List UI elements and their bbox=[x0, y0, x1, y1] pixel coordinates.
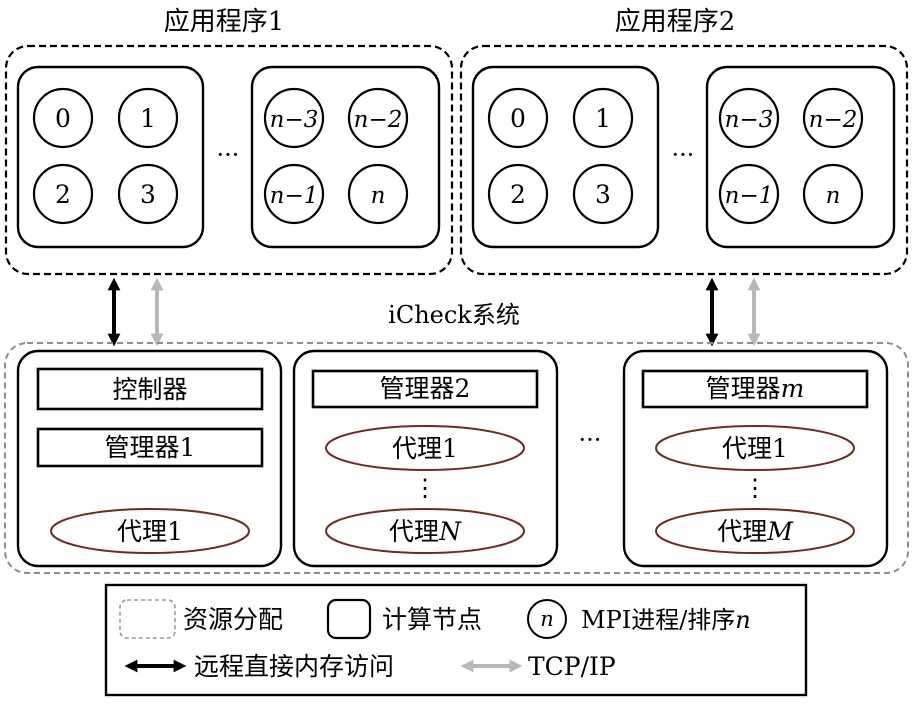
rank-label: 1 bbox=[595, 104, 611, 133]
agent-ellipse bbox=[325, 508, 525, 554]
connection-arrows bbox=[107, 277, 761, 347]
app1-resource-allocation bbox=[4, 44, 454, 276]
manager-box bbox=[311, 369, 539, 409]
legend: 资源分配 计算节点 n MPI进程/排序n 远程直接内存访问 TCP/IP bbox=[104, 583, 808, 697]
app1-ellipsis: ··· bbox=[217, 141, 240, 169]
rank-label: n bbox=[371, 183, 386, 209]
rank-label: 2 bbox=[55, 180, 71, 209]
mpi-process-circle: 0 bbox=[487, 87, 549, 149]
rank-label: n−1 bbox=[270, 183, 319, 209]
application-2: 应用程序2 0 1 2 3 ··· n−3 n−2 n−1 n bbox=[459, 7, 909, 276]
app2-title: 应用程序2 bbox=[615, 7, 736, 37]
legend-compute-node-label: 计算节点 bbox=[382, 605, 482, 634]
legend-mpi-label: MPI进程/排序n bbox=[581, 606, 751, 634]
mpi-process-circle: 3 bbox=[572, 163, 634, 225]
icheck-compute-node-1 bbox=[16, 349, 283, 568]
legend-mpi-circle bbox=[527, 599, 567, 639]
mpi-process-circle: n bbox=[802, 163, 864, 225]
app1-compute-node-b bbox=[250, 65, 441, 249]
legend-box bbox=[104, 583, 808, 697]
vertical-ellipsis: ⋮ bbox=[743, 474, 767, 502]
legend-tcpip-label: TCP/IP bbox=[528, 652, 616, 681]
rank-label: n−2 bbox=[809, 107, 858, 133]
legend-resource-allocation-label: 资源分配 bbox=[183, 605, 283, 634]
rank-label: n−1 bbox=[725, 183, 774, 209]
manager-label: 管理器m bbox=[706, 374, 805, 403]
agent-ellipse bbox=[655, 425, 855, 471]
vertical-ellipsis: ⋮ bbox=[413, 474, 437, 502]
mpi-process-circle: n−3 bbox=[718, 87, 780, 149]
app2-ellipsis: ··· bbox=[672, 141, 695, 169]
rank-label: n−2 bbox=[354, 107, 403, 133]
app2-compute-node-b bbox=[705, 65, 896, 249]
app2-compute-node-a bbox=[471, 65, 660, 249]
app1-title: 应用程序1 bbox=[164, 7, 285, 37]
mpi-process-circle: 0 bbox=[32, 87, 94, 149]
rank-label: 3 bbox=[595, 180, 611, 209]
mpi-process-circle: n−1 bbox=[718, 163, 780, 225]
mpi-process-circle: 1 bbox=[117, 87, 179, 149]
icheck-system: iCheck系统 控制器 管理器1 代理1 管理器2 代理1 ⋮ 代理N ···… bbox=[4, 301, 909, 574]
mpi-process-circle: n−1 bbox=[263, 163, 325, 225]
app1-compute-node-a bbox=[16, 65, 205, 249]
controller-box bbox=[36, 367, 264, 411]
rank-label: 1 bbox=[140, 104, 156, 133]
legend-compute-node-swatch bbox=[326, 598, 372, 640]
mpi-process-circle: n−2 bbox=[802, 87, 864, 149]
manager-label: 管理器2 bbox=[380, 374, 471, 403]
icheck-resource-allocation bbox=[4, 342, 909, 574]
legend-rdma-label: 远程直接内存访问 bbox=[194, 652, 394, 681]
manager-box bbox=[36, 427, 264, 468]
icheck-system-title: iCheck系统 bbox=[388, 301, 520, 329]
manager-label: 管理器1 bbox=[105, 433, 196, 462]
rank-label: 2 bbox=[510, 180, 526, 209]
rank-label: n bbox=[826, 183, 841, 209]
controller-label: 控制器 bbox=[112, 375, 187, 404]
rank-label: 0 bbox=[510, 104, 526, 133]
icheck-compute-node-2 bbox=[292, 349, 559, 568]
mpi-process-circle: 1 bbox=[572, 87, 634, 149]
agent-label: 代理1 bbox=[392, 434, 458, 463]
rank-label: n−3 bbox=[725, 107, 774, 133]
mpi-process-circle: 3 bbox=[117, 163, 179, 225]
manager-box bbox=[641, 369, 869, 409]
legend-mpi-symbol: n bbox=[540, 607, 554, 631]
app2-resource-allocation bbox=[459, 44, 909, 276]
agent-label: 代理1 bbox=[722, 434, 788, 463]
icheck-compute-node-m bbox=[622, 349, 889, 568]
agent-label: 代理1 bbox=[117, 517, 183, 546]
mpi-process-circle: n−2 bbox=[347, 87, 409, 149]
rank-label: 0 bbox=[55, 104, 71, 133]
mpi-process-circle: 2 bbox=[32, 163, 94, 225]
agent-ellipse bbox=[655, 508, 855, 554]
mpi-process-circle: n−3 bbox=[263, 87, 325, 149]
rank-label: n−3 bbox=[270, 107, 319, 133]
agent-label: 代理N bbox=[389, 517, 462, 546]
mpi-process-circle: 2 bbox=[487, 163, 549, 225]
icheck-ellipsis: ··· bbox=[579, 426, 602, 454]
application-1: 应用程序1 0 1 2 3 ··· n−3 n−2 n−1 n bbox=[4, 7, 454, 276]
agent-ellipse bbox=[325, 425, 525, 471]
agent-ellipse bbox=[50, 508, 250, 554]
rank-label: 3 bbox=[140, 180, 156, 209]
mpi-process-circle: n bbox=[347, 163, 409, 225]
agent-label: 代理M bbox=[717, 517, 794, 546]
legend-resource-allocation-swatch bbox=[119, 599, 176, 639]
